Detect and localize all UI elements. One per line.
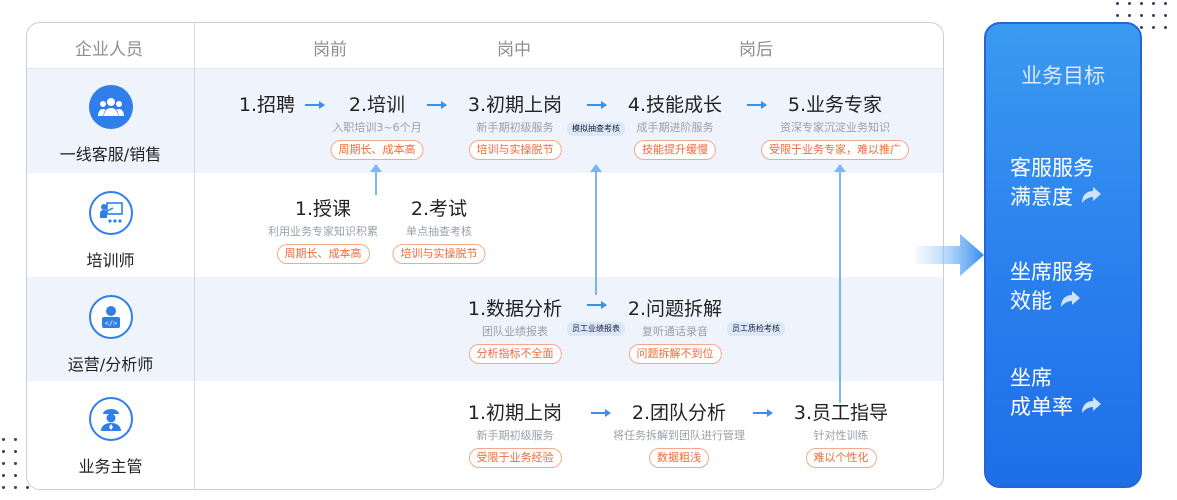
step-title: 3.员工指导 — [793, 402, 889, 424]
step-lecture: 1.授课 利用业务专家知识积累 周期长、成本高 — [268, 197, 378, 264]
step-title: 1.数据分析 — [467, 298, 563, 320]
role-frontline: 一线客服/销售 — [27, 85, 194, 165]
arrow-right-icon — [587, 301, 607, 309]
pain-point-badge: 周期长、成本高 — [330, 140, 424, 160]
pain-point-badge: 技能提升缓慢 — [633, 140, 716, 160]
business-goals-panel: 业务目标 客服服务 满意度 坐席服务 效能 坐席 成单率 — [984, 22, 1142, 488]
role-manager: 业务主管 — [27, 397, 194, 477]
step-title: 4.技能成长 — [627, 94, 723, 116]
pain-point-badge: 受限于业务经验 — [468, 448, 562, 468]
pain-point-badge: 数据粗浅 — [649, 448, 709, 468]
step-title: 1.招聘 — [238, 94, 296, 116]
step-subtitle: 单点抽查考核 — [406, 225, 472, 238]
tag-staff-report: 员工业绩报表 — [567, 322, 625, 336]
arrow-right-icon — [427, 101, 447, 109]
step-recruit: 1.招聘 — [239, 93, 295, 117]
team-icon — [88, 85, 133, 129]
role-column-divider — [194, 23, 195, 489]
step-title: 3.初期上岗 — [467, 94, 563, 116]
step-data-analysis: 1.数据分析 团队业绩报表 分析指标不全面 — [468, 297, 562, 364]
step-subtitle: 将任务拆解到团队进行管理 — [613, 429, 745, 442]
goal-efficiency: 坐席服务 效能 — [1010, 258, 1094, 317]
goals-title: 业务目标 — [1021, 64, 1105, 88]
column-header-pre: 岗前 — [313, 40, 347, 60]
role-name: 运营/分析师 — [67, 355, 154, 374]
step-subtitle: 入职培训3~6个月 — [332, 121, 422, 134]
step-subtitle: 新手期初级服务 — [476, 121, 554, 134]
goal-line: 效能 — [1010, 289, 1052, 313]
step-skill-growth: 4.技能成长 成手期进阶服务 技能提升缓慢 — [628, 93, 722, 160]
trend-up-icon — [1079, 183, 1103, 213]
step-subtitle: 新手期初级服务 — [476, 429, 554, 442]
goal-line: 坐席 — [1010, 366, 1052, 390]
tag-mock-exam: 模拟抽查考核 — [567, 122, 625, 136]
column-header-mid: 岗中 — [497, 40, 531, 60]
goal-line: 客服服务 — [1010, 156, 1094, 180]
step-onboard: 3.初期上岗 新手期初级服务 培训与实操脱节 — [468, 93, 562, 160]
step-title: 2.考试 — [410, 198, 468, 220]
pain-point-badge: 分析指标不全面 — [468, 344, 562, 364]
tag-staff-qc: 员工质检考核 — [727, 322, 785, 336]
step-title: 2.培训 — [348, 94, 406, 116]
step-subtitle: 复听通话录音 — [641, 325, 708, 338]
step-staff-coaching: 3.员工指导 针对性训练 难以个性化 — [794, 401, 888, 468]
role-analyst: </> 运营/分析师 — [27, 295, 194, 375]
svg-text:</>: </> — [104, 320, 117, 328]
role-name: 业务主管 — [78, 457, 143, 476]
step-training: 2.培训 入职培训3~6个月 周期长、成本高 — [330, 93, 424, 160]
step-team-analysis: 2.团队分析 将任务拆解到团队进行管理 数据粗浅 — [613, 401, 745, 468]
trend-up-icon — [1079, 393, 1103, 423]
step-title: 2.团队分析 — [631, 402, 727, 424]
pain-point-badge: 培训与实操脱节 — [392, 244, 486, 264]
role-trainer: 培训师 — [27, 191, 194, 271]
column-header-roles: 企业人员 — [75, 40, 143, 60]
step-exam: 2.考试 单点抽查考核 培训与实操脱节 — [392, 197, 486, 264]
step-title: 1.初期上岗 — [467, 402, 563, 424]
step-subtitle: 利用业务专家知识积累 — [268, 225, 378, 238]
arrow-up-icon — [834, 164, 846, 403]
step-subtitle: 资深专家沉淀业务知识 — [780, 121, 890, 134]
arrow-right-icon — [753, 409, 773, 417]
pain-point-badge: 问题拆解不到位 — [628, 344, 722, 364]
header-divider — [27, 68, 943, 69]
trend-up-icon — [1058, 287, 1082, 317]
step-subtitle: 团队业绩报表 — [481, 325, 548, 338]
pain-point-badge: 受限于业务专家，难以推广 — [761, 140, 909, 160]
column-header-post: 岗后 — [739, 40, 773, 60]
decorative-dots-top — [1108, 0, 1177, 30]
step-problem-breakdown: 2.问题拆解 复听通话录音 问题拆解不到位 — [628, 297, 722, 364]
role-name: 培训师 — [86, 251, 135, 270]
pain-point-badge: 难以个性化 — [805, 448, 877, 468]
pain-point-badge: 周期长、成本高 — [276, 244, 370, 264]
step-expert: 5.业务专家 资深专家沉淀业务知识 受限于业务专家，难以推广 — [761, 93, 909, 160]
arrow-right-icon — [591, 409, 611, 417]
goal-line: 坐席服务 — [1010, 260, 1094, 284]
arrow-right-icon — [305, 101, 325, 109]
role-name: 一线客服/销售 — [59, 145, 162, 164]
step-title: 2.问题拆解 — [627, 298, 723, 320]
pain-point-badge: 培训与实操脱节 — [468, 140, 562, 160]
goal-satisfaction: 客服服务 满意度 — [1010, 154, 1103, 213]
step-title: 1.授课 — [294, 198, 352, 220]
step-onboard-supervisor: 1.初期上岗 新手期初级服务 受限于业务经验 — [468, 401, 562, 468]
developer-icon: </> — [88, 295, 133, 339]
arrow-to-goals-icon — [916, 234, 984, 276]
arrow-right-icon — [587, 101, 607, 109]
arrow-up-icon — [590, 164, 602, 295]
goal-conversion: 坐席 成单率 — [1010, 364, 1103, 423]
process-table: 企业人员 岗前 岗中 岗后 一线客服/销售 培训师 </> 运营/分析师 业务主… — [26, 22, 944, 490]
arrow-up-icon — [370, 164, 382, 195]
goal-line: 满意度 — [1010, 185, 1073, 209]
step-subtitle: 针对性训练 — [813, 429, 869, 442]
trainer-icon — [88, 191, 133, 235]
arrow-right-icon — [747, 101, 767, 109]
goal-line: 成单率 — [1010, 395, 1073, 419]
step-subtitle: 成手期进阶服务 — [636, 121, 714, 134]
manager-icon — [88, 397, 133, 441]
step-title: 5.业务专家 — [787, 94, 883, 116]
